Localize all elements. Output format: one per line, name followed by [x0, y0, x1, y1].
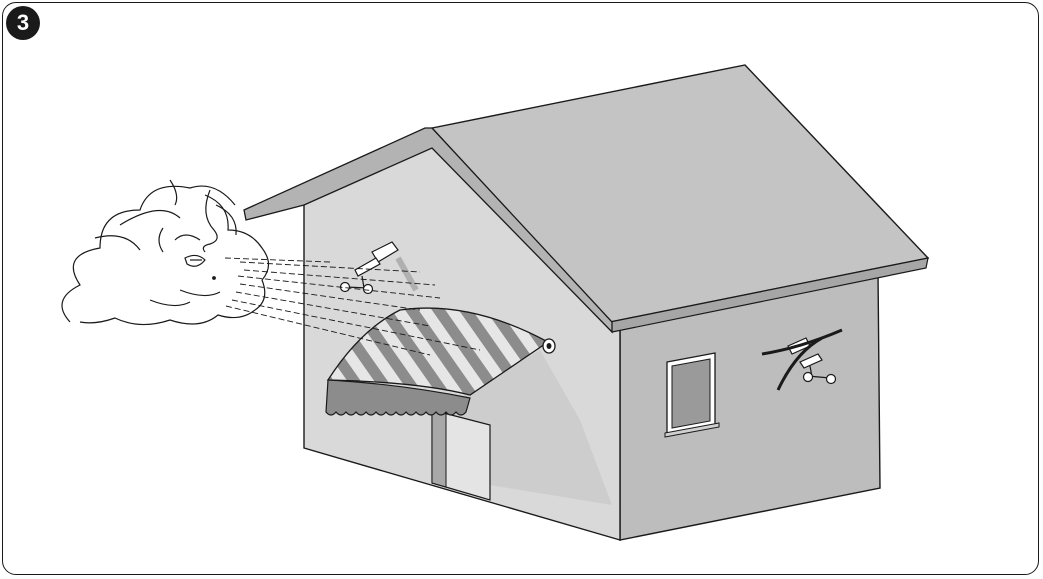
wind-sensor-icon: [339, 241, 419, 295]
wind-cloud-face-icon: [61, 179, 270, 326]
door-jamb: [431, 409, 447, 488]
step-number-badge: 3: [6, 6, 40, 40]
window: [664, 352, 720, 438]
crossed-out-wind-sensor-icon: [761, 328, 843, 391]
wind-gust-lines: [224, 257, 481, 356]
awning: [325, 307, 556, 416]
roof-gable-trim: [243, 127, 613, 334]
